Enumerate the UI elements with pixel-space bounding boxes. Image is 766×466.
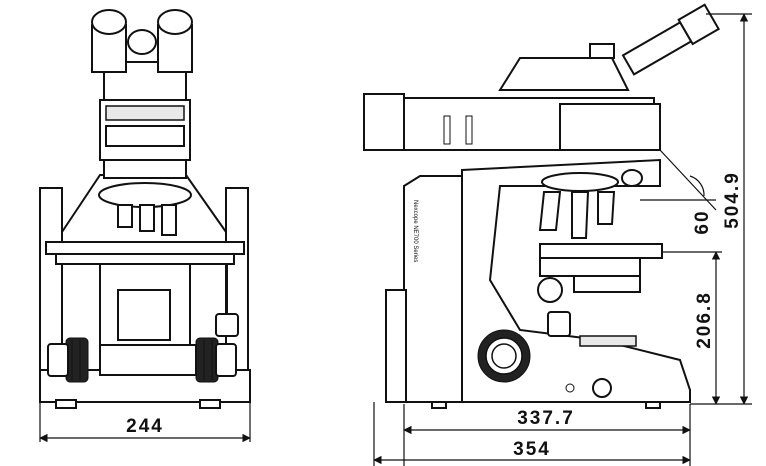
- side-brand-label: Nexcope NE700 Series: [412, 200, 418, 262]
- front-eyepiece-left: [91, 9, 127, 73]
- front-arm-right: [225, 187, 249, 371]
- front-width-label: 244: [126, 416, 164, 437]
- side-back-panel: [385, 289, 407, 403]
- height-dimension-total: 504.9: [690, 13, 752, 405]
- side-condenser-knob: [537, 277, 563, 303]
- depth-base-label: 337.7: [517, 408, 575, 429]
- side-view: Nexcope NE700 Series: [363, 3, 721, 409]
- side-trinocular-head: [498, 57, 630, 91]
- side-stage-knob: [547, 311, 571, 337]
- front-objective-1: [117, 204, 133, 228]
- front-nosepiece: [98, 182, 192, 208]
- side-eyepiece: [621, 3, 721, 76]
- front-arm-left: [39, 187, 63, 371]
- side-field-lens: [579, 335, 637, 347]
- front-stage-knob: [215, 313, 239, 337]
- side-objective-2: [571, 191, 590, 239]
- front-focus-knob-left: [47, 337, 89, 383]
- side-camera-port: [589, 43, 615, 59]
- front-head-center: [127, 29, 157, 55]
- front-slider: [105, 125, 185, 147]
- side-switch: [592, 378, 612, 398]
- side-head-block: [559, 103, 661, 151]
- side-slot-1: [443, 115, 451, 145]
- depth-dimension-total: 354: [373, 402, 691, 466]
- front-lower-body: [103, 159, 187, 179]
- side-foot-right: [645, 401, 661, 409]
- front-condenser: [117, 289, 171, 341]
- side-slot-2: [465, 115, 473, 145]
- front-objective-3: [161, 204, 177, 236]
- height-dimension-stage: 206.8: [662, 251, 722, 405]
- side-stage: [539, 243, 663, 259]
- side-condenser: [573, 275, 641, 293]
- side-nosepiece: [541, 172, 619, 192]
- side-objective-1: [538, 191, 562, 231]
- side-foot-left: [431, 401, 447, 409]
- side-indicator: [565, 383, 575, 393]
- front-stage: [45, 241, 245, 255]
- side-focus-knob: [477, 329, 531, 383]
- front-scale: [105, 105, 185, 121]
- front-stage-holder: [55, 253, 235, 265]
- side-stage-carrier: [539, 257, 641, 277]
- side-nosepiece-knob: [621, 169, 643, 187]
- depth-total-label: 354: [513, 439, 551, 460]
- angle-label: 60: [692, 209, 713, 234]
- front-focus-shaft: [99, 344, 197, 376]
- front-width-dimension: 244: [39, 402, 251, 443]
- height-total-label: 504.9: [722, 171, 743, 229]
- angle-annotation: 60: [640, 149, 717, 235]
- front-foot-right: [199, 399, 221, 409]
- front-objective-2: [139, 204, 155, 232]
- front-foot-left: [55, 399, 77, 409]
- height-stage-label: 206.8: [694, 291, 715, 349]
- front-eyepiece-right: [157, 9, 193, 73]
- side-objective-3: [597, 191, 616, 225]
- front-view: [39, 9, 251, 409]
- depth-dimension-base: 337.7: [403, 404, 691, 466]
- front-focus-knob-right: [195, 337, 237, 383]
- side-lamphouse: [363, 93, 405, 151]
